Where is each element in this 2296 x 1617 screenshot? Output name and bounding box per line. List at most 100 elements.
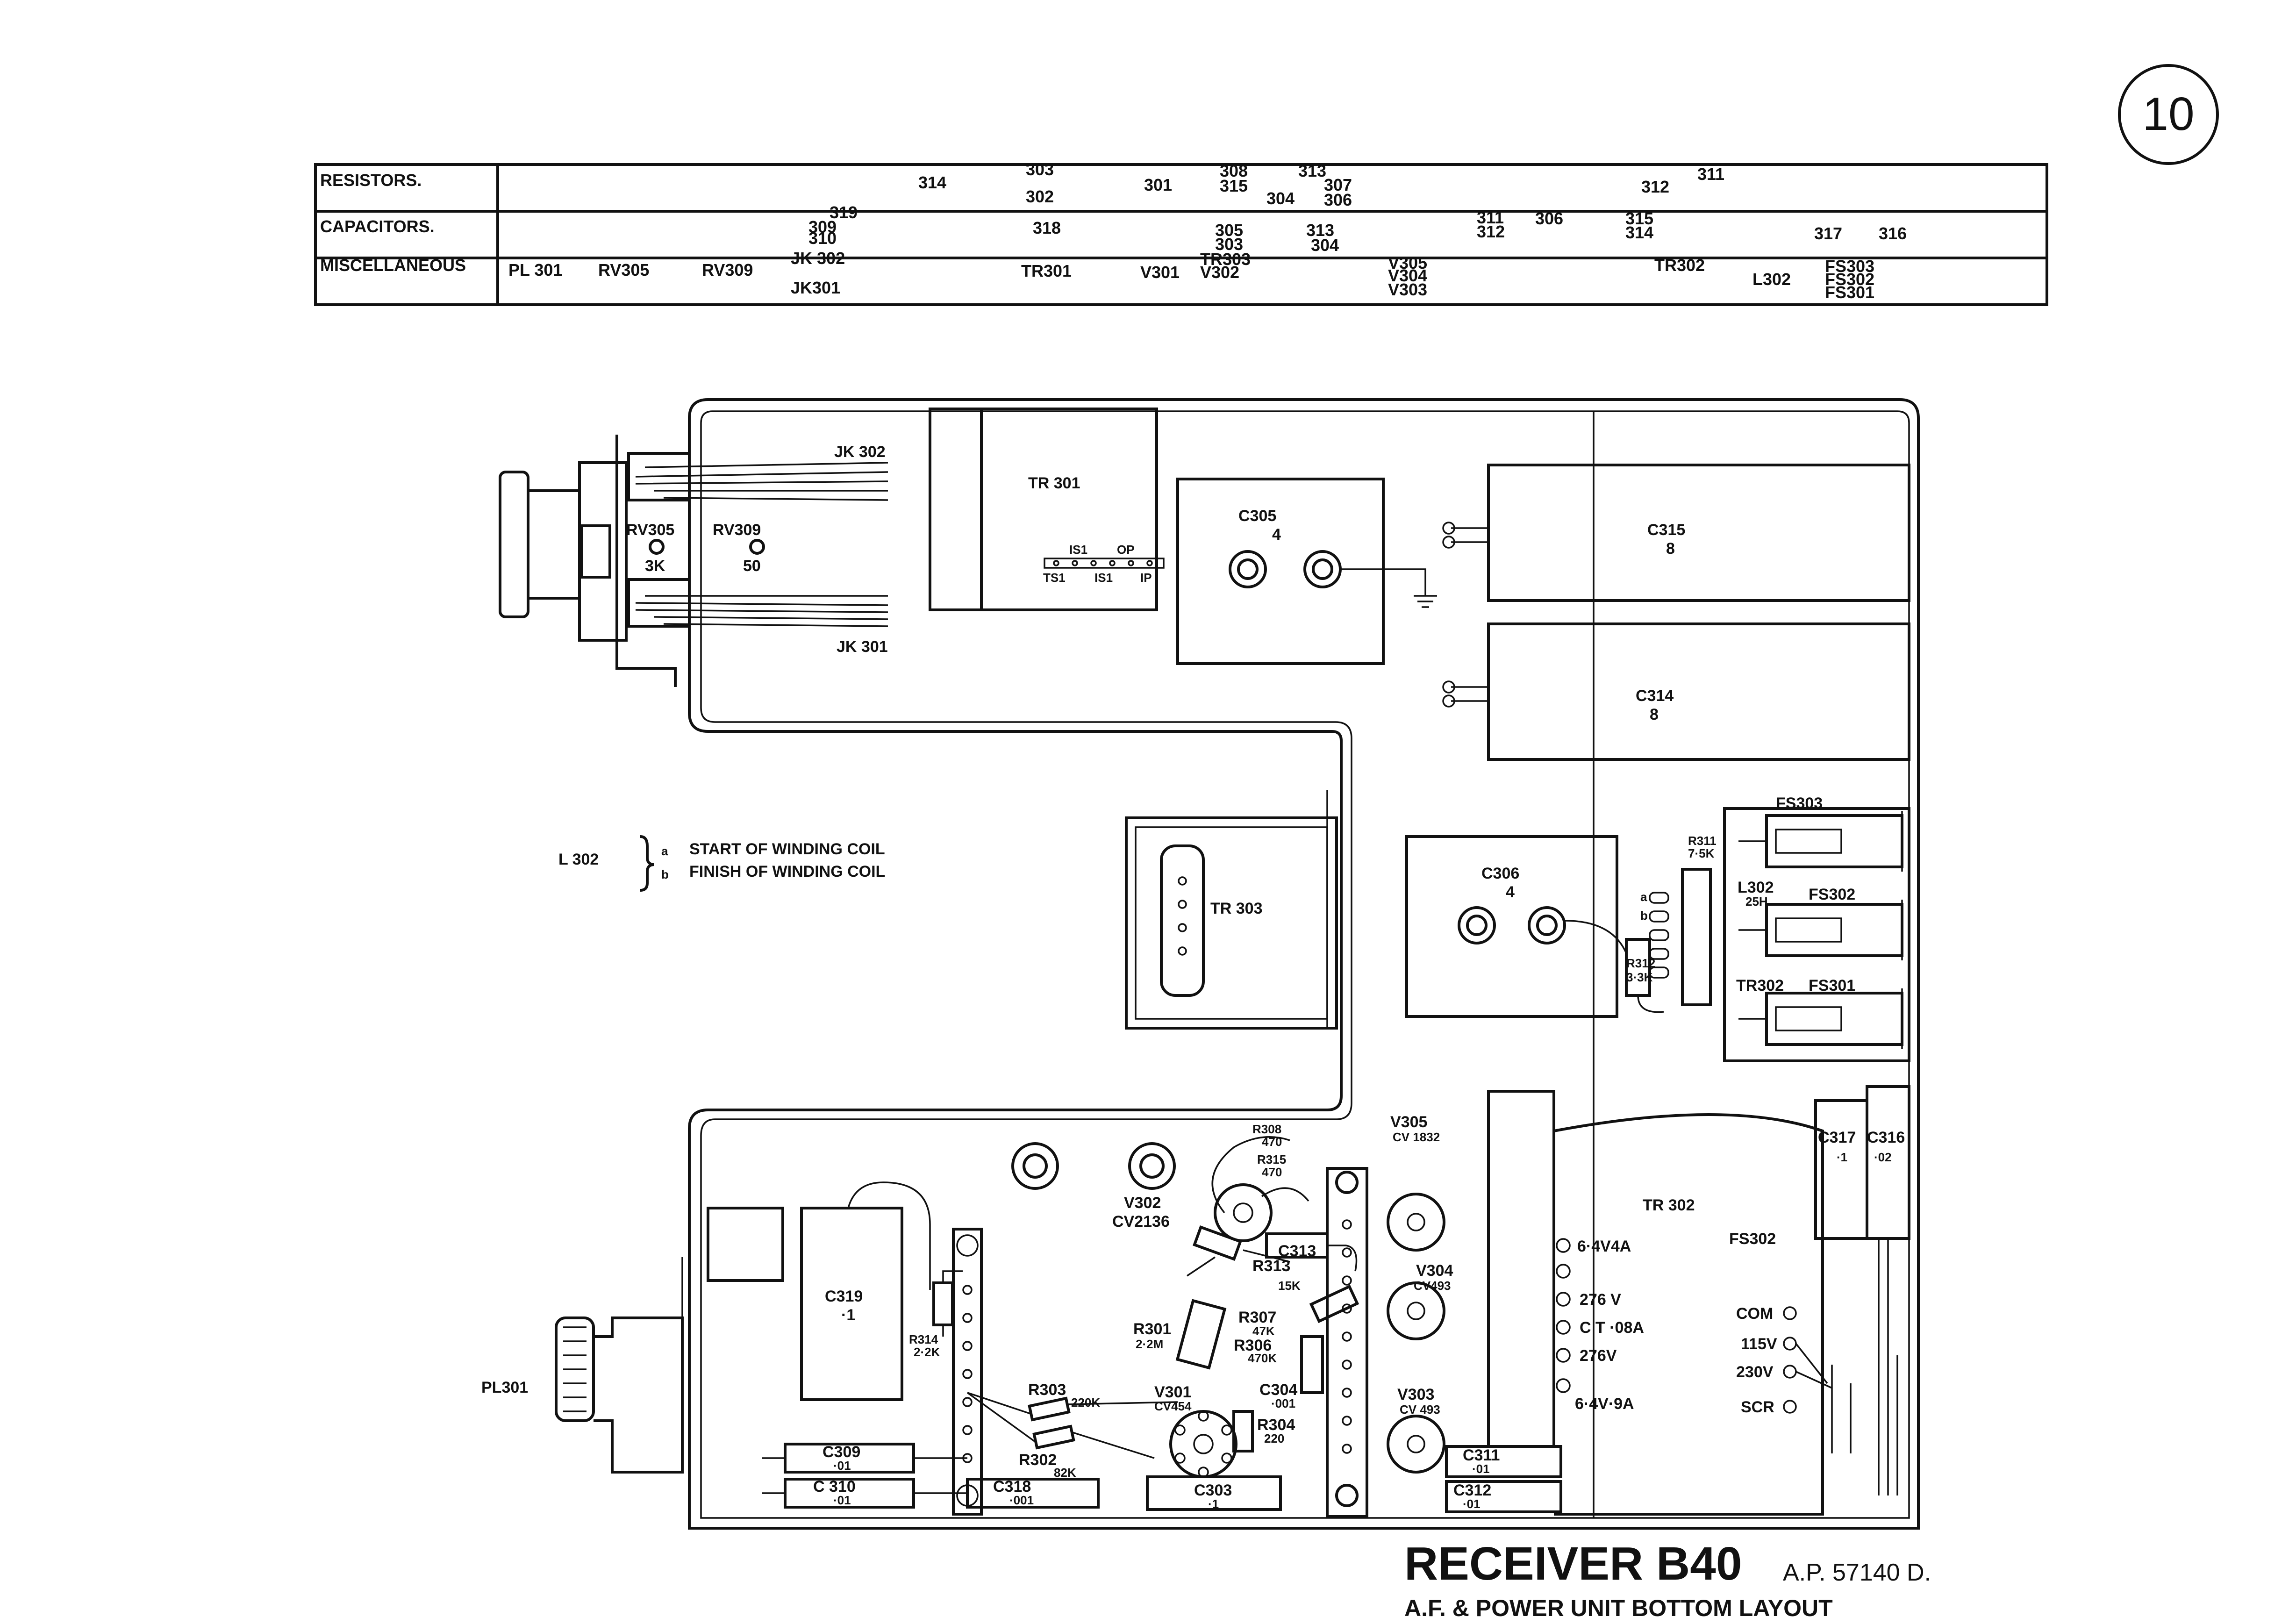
sheet-number: 10 xyxy=(2142,88,2194,140)
table-cell: 308 xyxy=(1220,161,1248,180)
r312-resistor xyxy=(1625,938,1664,1013)
table-cell: 318 xyxy=(1033,218,1061,237)
r307-resistor xyxy=(1309,1284,1359,1324)
label-c313: C313 xyxy=(1278,1242,1316,1260)
label-c306-value: 4 xyxy=(1506,883,1515,901)
label-fs301: FS301 xyxy=(1809,977,1855,995)
label-c304-value: ·001 xyxy=(1271,1396,1295,1410)
label-rv309: RV309 xyxy=(713,521,761,539)
fuse-holders xyxy=(1723,807,1910,1062)
label-r302-value: 82K xyxy=(1054,1466,1076,1480)
label-v305-type: CV 1832 xyxy=(1393,1130,1440,1144)
table-cell: 314 xyxy=(918,173,946,192)
tag-strip-center xyxy=(1326,1167,1368,1518)
label-r303-value: 220K xyxy=(1071,1395,1100,1410)
coil-key-b: b xyxy=(1640,909,1648,923)
table-cell: FS303 xyxy=(1825,257,1874,276)
drawing-reference: A.P. 57140 D. xyxy=(1783,1559,1931,1586)
mounting-ring xyxy=(1011,1142,1059,1190)
label-r301-value: 2·2M xyxy=(1136,1337,1163,1351)
table-cell: 313 xyxy=(1298,161,1326,180)
table-cell: 315 xyxy=(1220,176,1248,195)
rv309-pot: RV309 50 xyxy=(713,521,765,575)
v304-valve xyxy=(1387,1281,1445,1340)
table-cell: PL 301 xyxy=(508,260,562,279)
table-cell: 303 xyxy=(1215,235,1243,254)
label-r301: R301 xyxy=(1133,1320,1171,1338)
drawing-subtitle: A.F. & POWER UNIT BOTTOM LAYOUT xyxy=(1404,1595,1833,1617)
r301-resistor xyxy=(1175,1299,1227,1370)
tr301-terminal: OP xyxy=(1117,543,1135,557)
v303-valve xyxy=(1387,1415,1445,1474)
table-cell: 302 xyxy=(1026,187,1054,206)
v305-valve xyxy=(1387,1193,1445,1252)
table-cell: 311 xyxy=(1477,208,1504,227)
label-c312-value: ·01 xyxy=(1463,1497,1481,1511)
table-cell: V303 xyxy=(1388,280,1427,299)
table-cell: V305 xyxy=(1388,253,1427,272)
label-v301-type: CV454 xyxy=(1154,1399,1192,1413)
label-fs303: FS303 xyxy=(1776,794,1823,812)
label-r315: R315 xyxy=(1257,1152,1286,1166)
coil-key-a: a xyxy=(1640,890,1647,904)
r304-resistor xyxy=(1232,1410,1254,1452)
label-c316: C316 xyxy=(1867,1129,1905,1146)
label-c306: C306 xyxy=(1481,865,1519,882)
label-fs302-lower: FS302 xyxy=(1729,1230,1776,1248)
label-r312: R312 xyxy=(1626,956,1655,970)
table-cell: 317 xyxy=(1814,224,1842,243)
label-r308-value: 470 xyxy=(1262,1135,1282,1149)
label-r314: R314 xyxy=(909,1332,938,1346)
tr303-transformer xyxy=(1125,790,1338,1030)
table-cell: 310 xyxy=(808,229,837,248)
c319-capacitor xyxy=(800,1181,931,1401)
label-c310: C 310 xyxy=(813,1478,856,1495)
tr302-transformer xyxy=(1487,1090,1824,1516)
table-cell: 311 xyxy=(1697,165,1724,184)
label-l302: L302 xyxy=(1738,879,1774,896)
label-r311-value: 7·5K xyxy=(1688,846,1715,860)
c303-capacitor xyxy=(1146,1475,1282,1511)
pl301-plug xyxy=(555,1257,684,1474)
table-cell: 304 xyxy=(1311,236,1339,255)
table-cell: 309 xyxy=(808,217,837,236)
row-label-capacitors: CAPACITORS. xyxy=(320,217,435,236)
c316-capacitor xyxy=(1866,1085,1910,1495)
label-r306-value: 470K xyxy=(1248,1351,1277,1365)
label-tr302-tag: TR302 xyxy=(1736,977,1784,995)
table-cell: 315 xyxy=(1625,209,1653,228)
label-r313: R313 xyxy=(1252,1257,1290,1275)
label-v303: V303 xyxy=(1397,1386,1434,1403)
c306-capacitor xyxy=(1405,835,1627,1018)
legend-component: L 302 xyxy=(558,851,599,868)
table-cell: TR303 xyxy=(1200,250,1251,269)
table-cell: 316 xyxy=(1879,224,1907,243)
label-rv305-value: 3K xyxy=(645,557,665,575)
l302-legend: L 302 a b START OF WINDING COIL FINISH O… xyxy=(558,835,885,892)
tr301-terminal: TS1 xyxy=(1043,571,1066,585)
r314-resistor xyxy=(932,1270,963,1337)
table-cell: 313 xyxy=(1306,221,1334,240)
label-c317-value: ·1 xyxy=(1837,1150,1847,1164)
c305-capacitor xyxy=(1176,478,1437,665)
label-c312: C312 xyxy=(1453,1481,1491,1499)
label-c311-value: ·01 xyxy=(1472,1462,1490,1476)
drawing-title: RECEIVER B40 xyxy=(1404,1538,1742,1590)
table-cell: FS302 xyxy=(1825,270,1874,289)
tap-label: 6·4V4A xyxy=(1577,1238,1631,1255)
c309-capacitor xyxy=(762,1443,967,1474)
label-v304: V304 xyxy=(1416,1262,1453,1280)
label-r314-value: 2·2K xyxy=(914,1345,940,1359)
label-pl301: PL301 xyxy=(481,1379,528,1396)
legend-b-key: b xyxy=(661,867,669,881)
label-tr302: TR 302 xyxy=(1643,1196,1695,1214)
legend-b-text: FINISH OF WINDING COIL xyxy=(689,863,885,880)
label-l302-value: 25H xyxy=(1745,894,1768,909)
c315-capacitor xyxy=(1442,464,1910,602)
table-cell: RV305 xyxy=(598,260,649,279)
label-v303-type: CV 493 xyxy=(1400,1402,1440,1417)
tap-label: 276 V xyxy=(1580,1291,1621,1309)
label-v302: V302 xyxy=(1124,1194,1161,1212)
table-cell: 312 xyxy=(1477,222,1505,241)
